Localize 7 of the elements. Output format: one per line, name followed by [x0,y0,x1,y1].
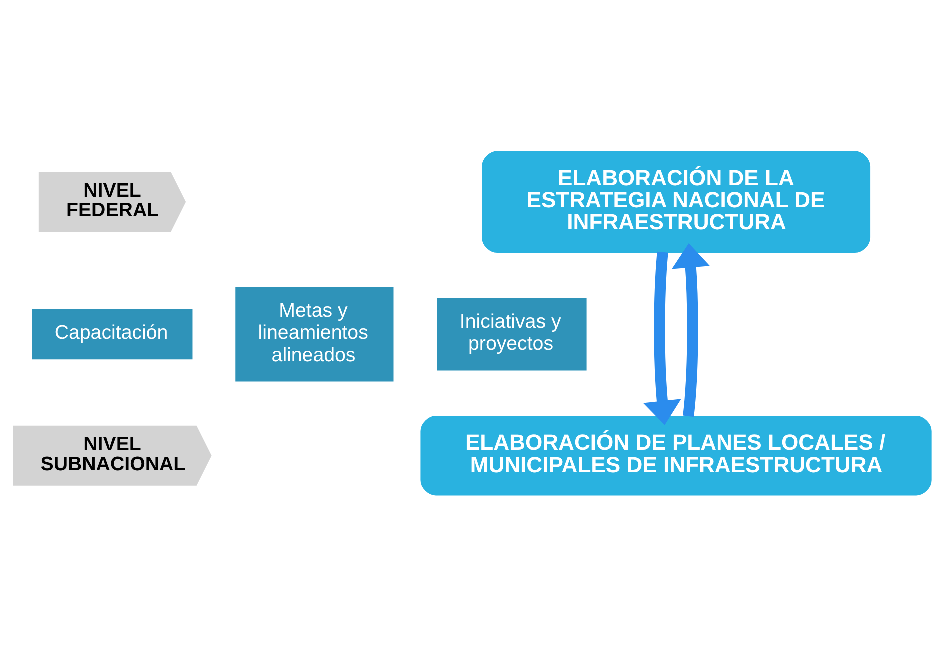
arrow [672,244,710,417]
node-box: ELABORACIÓN DE LA ESTRATEGIA NACIONAL DE INFRAESTRUCTURA [482,151,871,254]
node-box: Capacitación [32,309,193,360]
arrow [643,252,682,426]
node-box: Metas y lineamientos alineados [236,287,394,382]
node-box: ELABORACIÓN DE PLANES LOCALES / MUNICIPALES DE INFRAESTRUCTURA [420,416,932,496]
node-box: Iniciativas y proyectos [437,298,587,371]
